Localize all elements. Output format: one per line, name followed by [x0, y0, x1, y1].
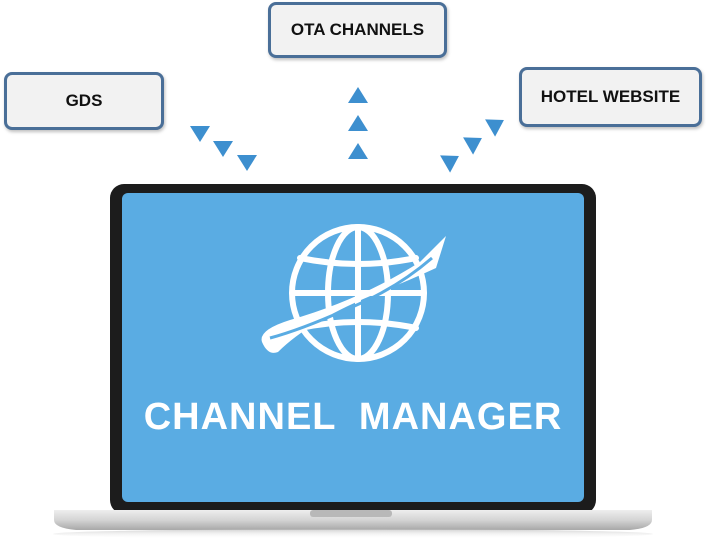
ota-channels-label: OTA CHANNELS — [290, 20, 425, 39]
orbit-swoosh-inner — [269, 256, 433, 340]
globe-with-orbit-icon — [289, 224, 427, 362]
ota-arrow-2 — [348, 115, 368, 131]
ota-channels-box: OTA CHANNELS — [268, 2, 447, 58]
gds-arrow-2 — [213, 141, 233, 157]
orbit-swoosh — [261, 236, 446, 353]
gds-arrow-1 — [190, 126, 210, 142]
laptop-notch — [310, 510, 392, 517]
ota-arrow-3 — [348, 143, 368, 159]
gds-label: GDS — [65, 91, 103, 110]
laptop-screen — [122, 193, 584, 502]
gds-arrow-3 — [237, 155, 257, 171]
channel-manager-title: CHANNEL MANAGER — [143, 396, 563, 438]
gds-box: GDS — [4, 72, 164, 130]
hotel-website-box: HOTEL WEBSITE — [519, 67, 702, 127]
ota-arrow-1 — [348, 87, 368, 103]
hotel-website-label: HOTEL WEBSITE — [540, 87, 681, 106]
laptop-base — [54, 510, 652, 530]
laptop-shadow — [53, 529, 653, 539]
